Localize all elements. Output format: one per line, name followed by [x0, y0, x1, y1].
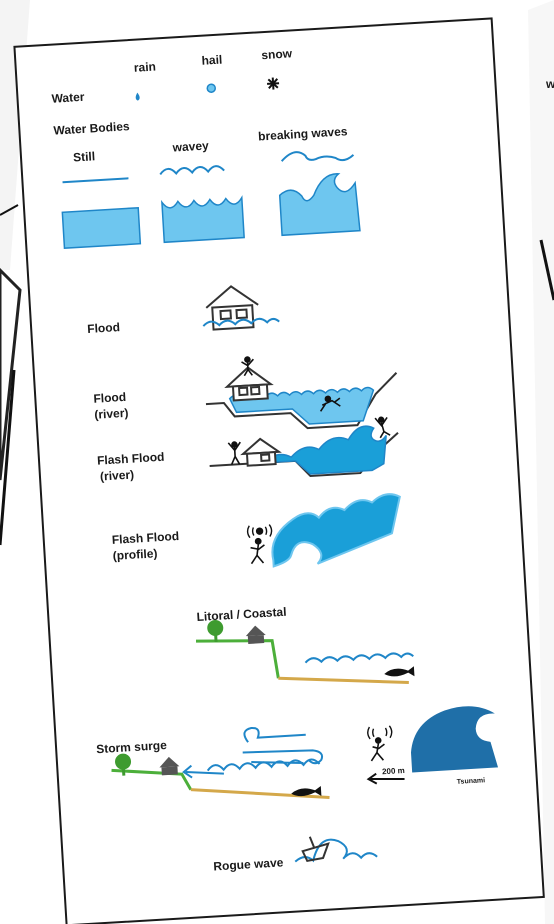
- flash-river-label-2: (river): [100, 467, 135, 483]
- flood-river-label-2: (river): [94, 406, 129, 422]
- snowflake-icon: [267, 77, 280, 90]
- flash-profile-label-2: (profile): [112, 546, 157, 563]
- flood-river-label-1: Flood: [93, 390, 126, 406]
- rain-label: rain: [133, 59, 156, 74]
- still-water-body-icon: [62, 208, 140, 248]
- left-sheet-edge: [0, 270, 20, 480]
- still-label: Still: [73, 149, 96, 164]
- tsunami-distance-label: 200 m: [382, 766, 405, 776]
- water-title: Water: [51, 90, 85, 106]
- hail-label: hail: [201, 53, 222, 68]
- flood-label: Flood: [87, 320, 120, 336]
- snow-label: snow: [261, 46, 293, 62]
- main-sheet: Water rain hail snow Water Bodies Still …: [14, 18, 543, 924]
- hail-icon: [207, 84, 215, 92]
- wavey-label: wavey: [171, 138, 209, 154]
- partial-right-text: w: [545, 77, 554, 91]
